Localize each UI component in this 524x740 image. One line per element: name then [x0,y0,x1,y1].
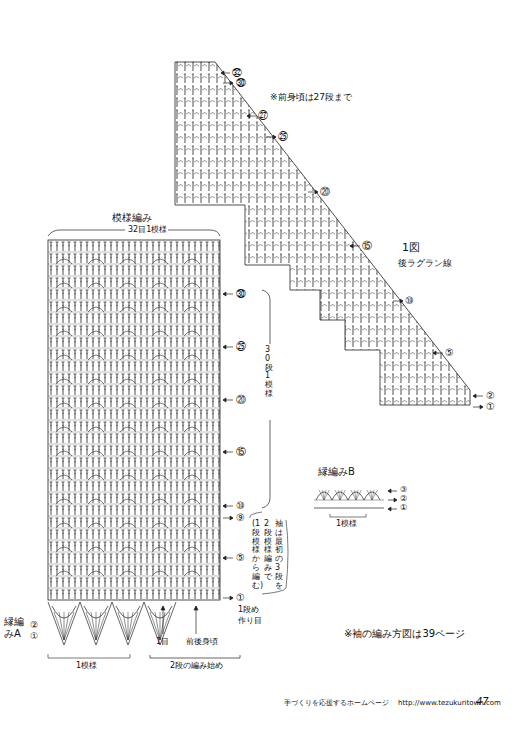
row-bracket [262,290,270,508]
row-bands [48,252,220,588]
callout-number: ⑤ [445,347,454,359]
start-label: 1段め [238,605,259,614]
start-label: 前後身頃 [186,637,218,646]
chart-title: 縁編みB [318,466,355,478]
edging-b [314,490,384,508]
callout-number: ⑮ [362,240,372,252]
callout-number: ⑩ [236,500,245,512]
callout-number: ⑨ [236,512,245,524]
repeat-label: 32目1模様 [127,225,168,234]
callout-number: ⑩ [405,295,414,307]
repeat-bracket [48,654,130,658]
row-arrows [388,489,397,511]
callout-number: ⑤ [236,552,245,564]
note-bracket [250,512,288,594]
callout-number: ① [236,592,245,604]
chart-title: 模様編み [112,212,152,224]
figure-number: 1図 [402,242,420,255]
callout-number: ⑳ [320,186,330,198]
callout-number: ② [400,494,407,503]
row-arrows [221,71,483,409]
chart-title: 後ラグラン線 [398,258,452,268]
callout-number: ㉚ [236,288,246,300]
footer-text: 手づくりを応援するホームページ [284,699,389,707]
start-label: 作り目 [238,616,262,625]
callout-number: ① [400,503,407,512]
row-arrows [223,292,233,600]
callout-number: ㉕ [278,131,288,143]
note-text: (1段模様から編む) [252,520,260,590]
repeat-label: 30段1模様 [265,346,273,399]
start-label: 1目 [156,637,169,646]
callout-number: ㉕ [236,341,246,353]
callout-number: ⑳ [236,394,246,406]
callout-number: ③ [400,485,407,494]
page-number: 47 [476,696,489,708]
start-label: 2段の編み始め [170,661,223,670]
callout-number: ① [486,401,495,413]
note-text: ※前身頃は27段まで [270,92,352,102]
start-arrows [150,606,240,658]
callout-number: ㉗ [258,110,268,122]
callout-number: ⑮ [236,446,246,458]
callout-number: ㉚ [236,77,246,89]
note-text: ※袖の編み方図は39ページ [344,628,465,640]
repeat-label: 1模様 [76,661,97,670]
callout-number: ② [30,620,38,630]
callout-number: ㉜ [232,67,242,79]
note-text: 袖は最初の3段を [275,520,283,590]
chart-title: 縁編みA [4,616,25,639]
note-text: 2段模様編みで [264,520,272,582]
callout-number: ① [30,631,38,641]
repeat-bracket [330,514,366,517]
repeat-label: 1模様 [336,519,357,528]
callout-number: ② [486,390,495,402]
pattern-chart [48,240,220,600]
